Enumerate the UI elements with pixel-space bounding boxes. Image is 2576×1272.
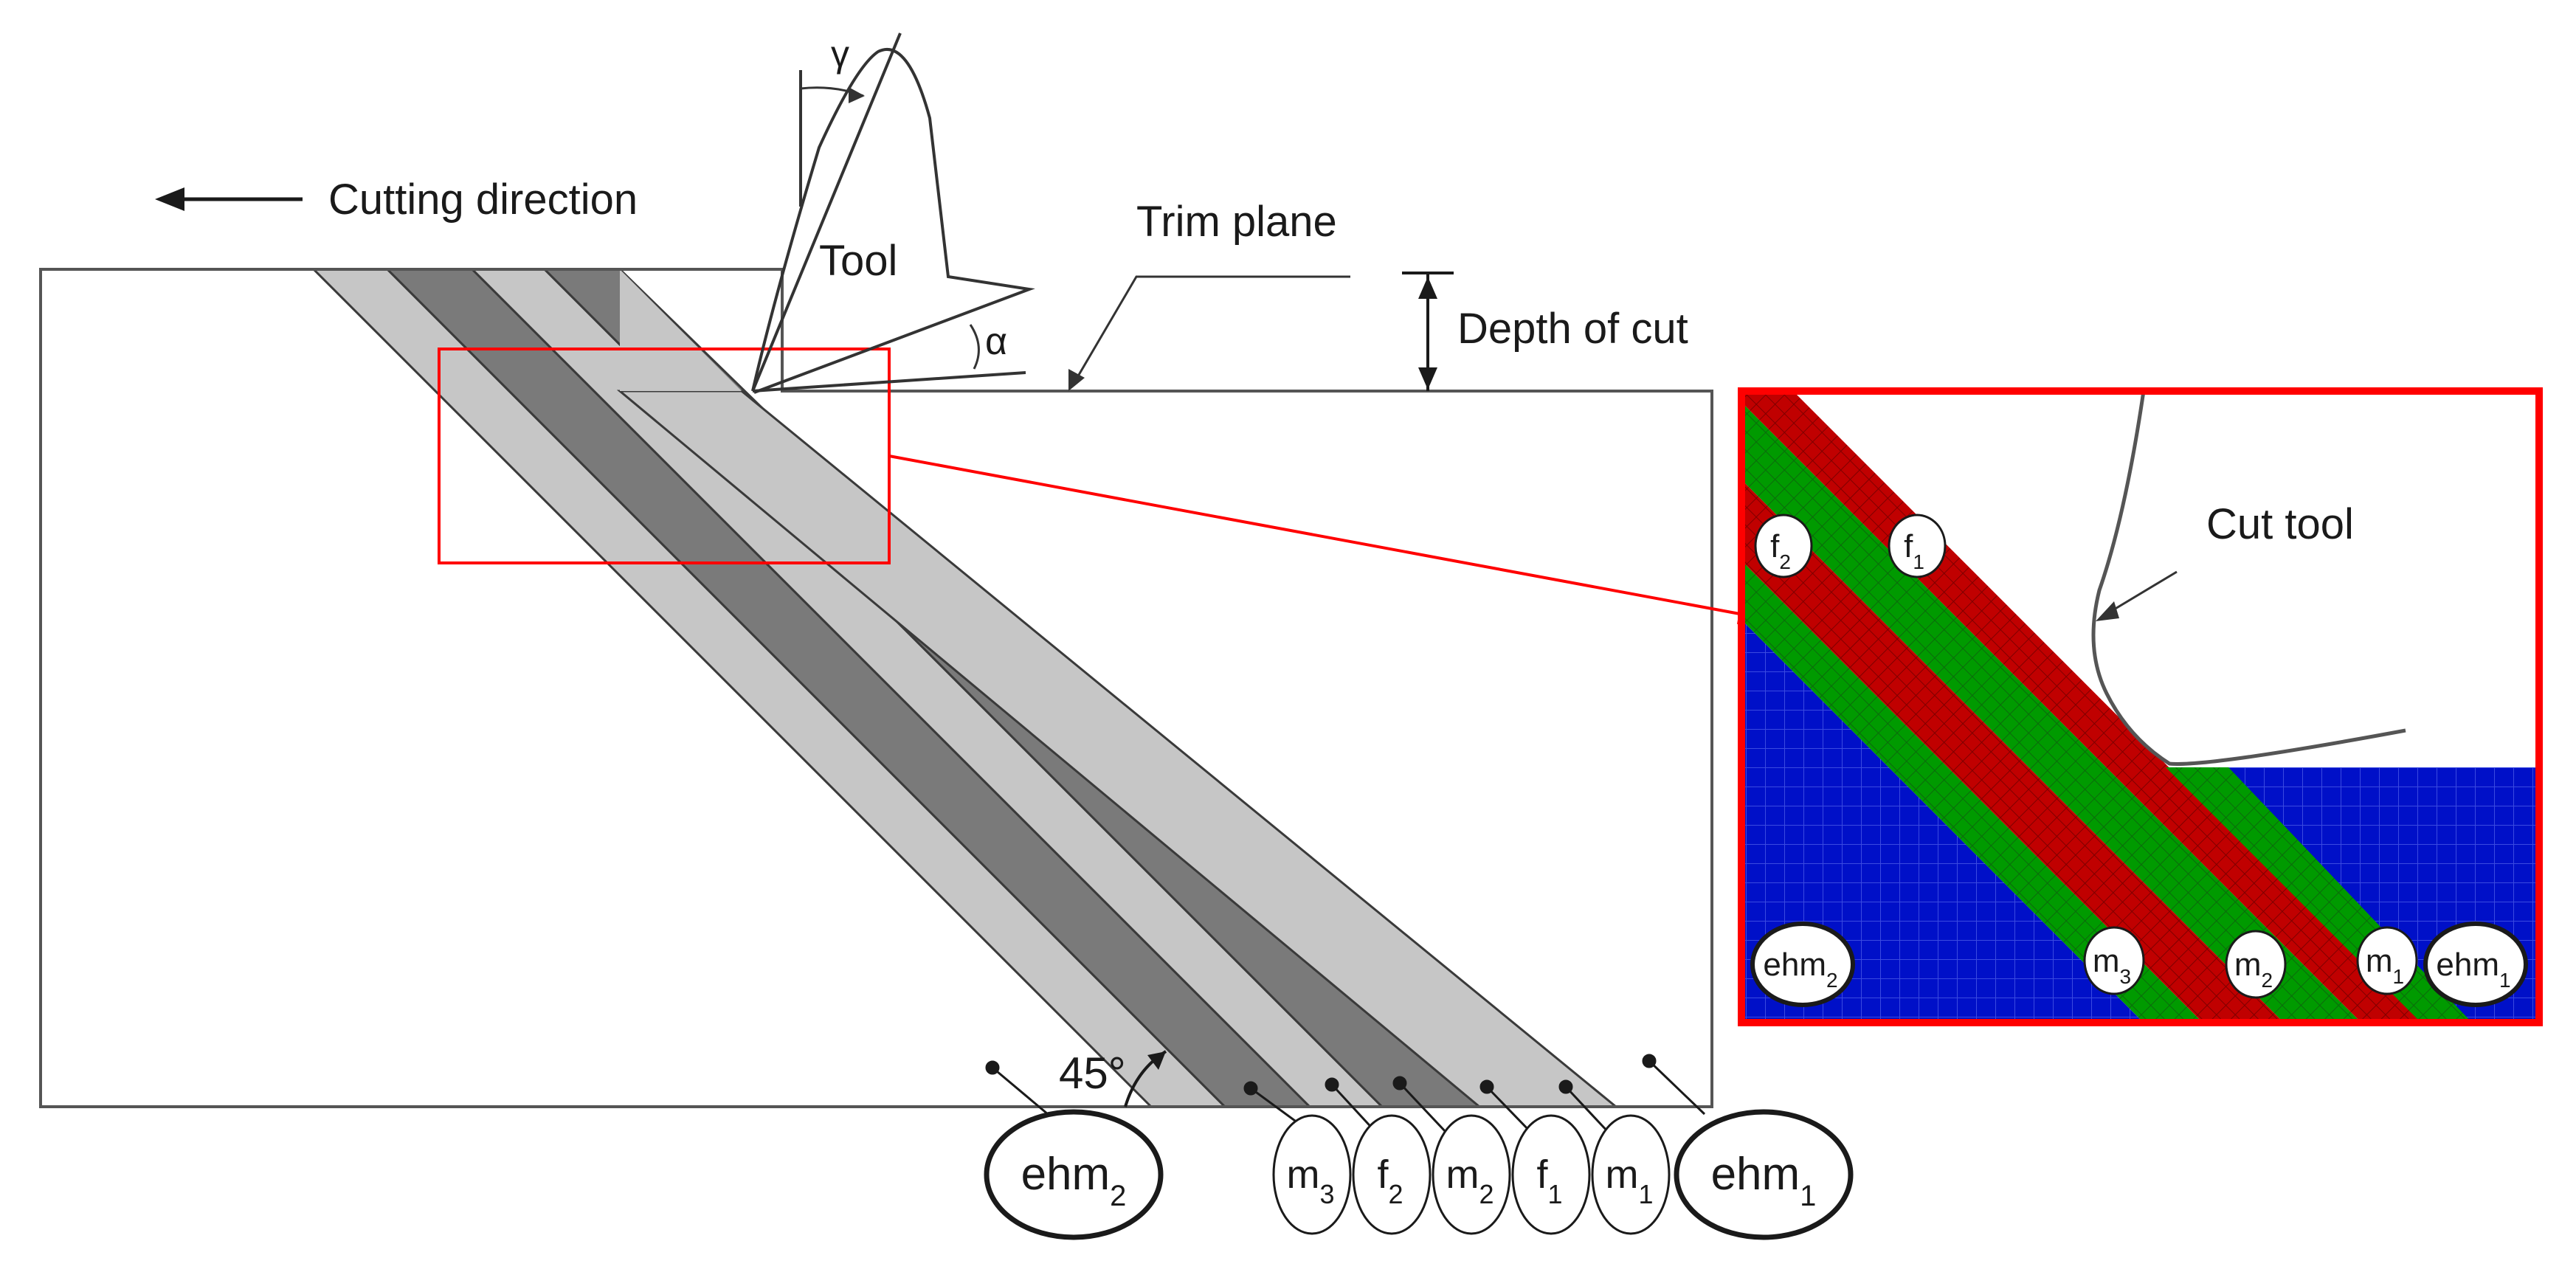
inset-oval-m1 [2356,926,2418,995]
inset-oval-m2 [2225,930,2287,999]
region-label-ehm2: ehm2 [1021,1149,1127,1212]
layer-label-f2: f2 [1377,1152,1403,1209]
inset-cut-tool [2091,391,2406,766]
inset-oval-ehm1 [2423,922,2528,1007]
layer-oval-m3 [1272,1114,1352,1235]
layer-label-m2: m2 [1446,1152,1494,1209]
inset-label-f1: f1 [1904,528,1924,573]
inset-label-m3: m3 [2093,943,2131,988]
cut-tool-label: Cut tool [2206,500,2354,548]
angle-label: 45° [1059,1048,1126,1098]
region-label-ehm1: ehm1 [1711,1149,1817,1212]
inset-zoom-view [1741,391,2539,1023]
layer-oval-m2 [1432,1114,1511,1235]
layer-bands [311,268,1620,1108]
inset-oval-f1 [1888,514,1947,578]
trim-plane-label: Trim plane [1136,198,1337,246]
layer-band-m1-top [620,269,742,391]
inset-oval-ehm2 [1750,922,1855,1007]
inset-oval-f2 [1754,514,1813,578]
layer-label-m3: m3 [1286,1152,1334,1209]
inset-label-ehm2: ehm2 [1763,947,1837,992]
layer-oval-m1 [1591,1114,1671,1235]
inset-frame [1738,387,2543,1026]
inset-oval-m3 [2083,926,2145,995]
region-oval-ehm2 [984,1109,1164,1240]
inset-label-f2: f2 [1770,528,1791,573]
inset-label-m1: m1 [2366,943,2404,988]
layer-oval-f1 [1511,1114,1591,1235]
region-oval-ehm1 [1674,1109,1854,1240]
layer-label-m1: m1 [1605,1152,1653,1209]
inset-green-outer [1741,561,2203,1023]
inset-label-ehm1: ehm1 [2436,947,2510,992]
trim-plane-leader [1072,275,1350,384]
layer-label-f1: f1 [1536,1152,1562,1209]
tool-label: Tool [819,237,897,285]
alpha-label: α [985,320,1007,363]
cutting-direction-label: Cutting direction [328,176,638,224]
zoom-connector [888,454,1764,620]
gamma-label: γ [831,33,849,75]
layer-oval-f2 [1352,1114,1432,1235]
inset-label-m2: m2 [2234,947,2273,992]
depth-of-cut-label: Depth of cut [1457,305,1688,353]
